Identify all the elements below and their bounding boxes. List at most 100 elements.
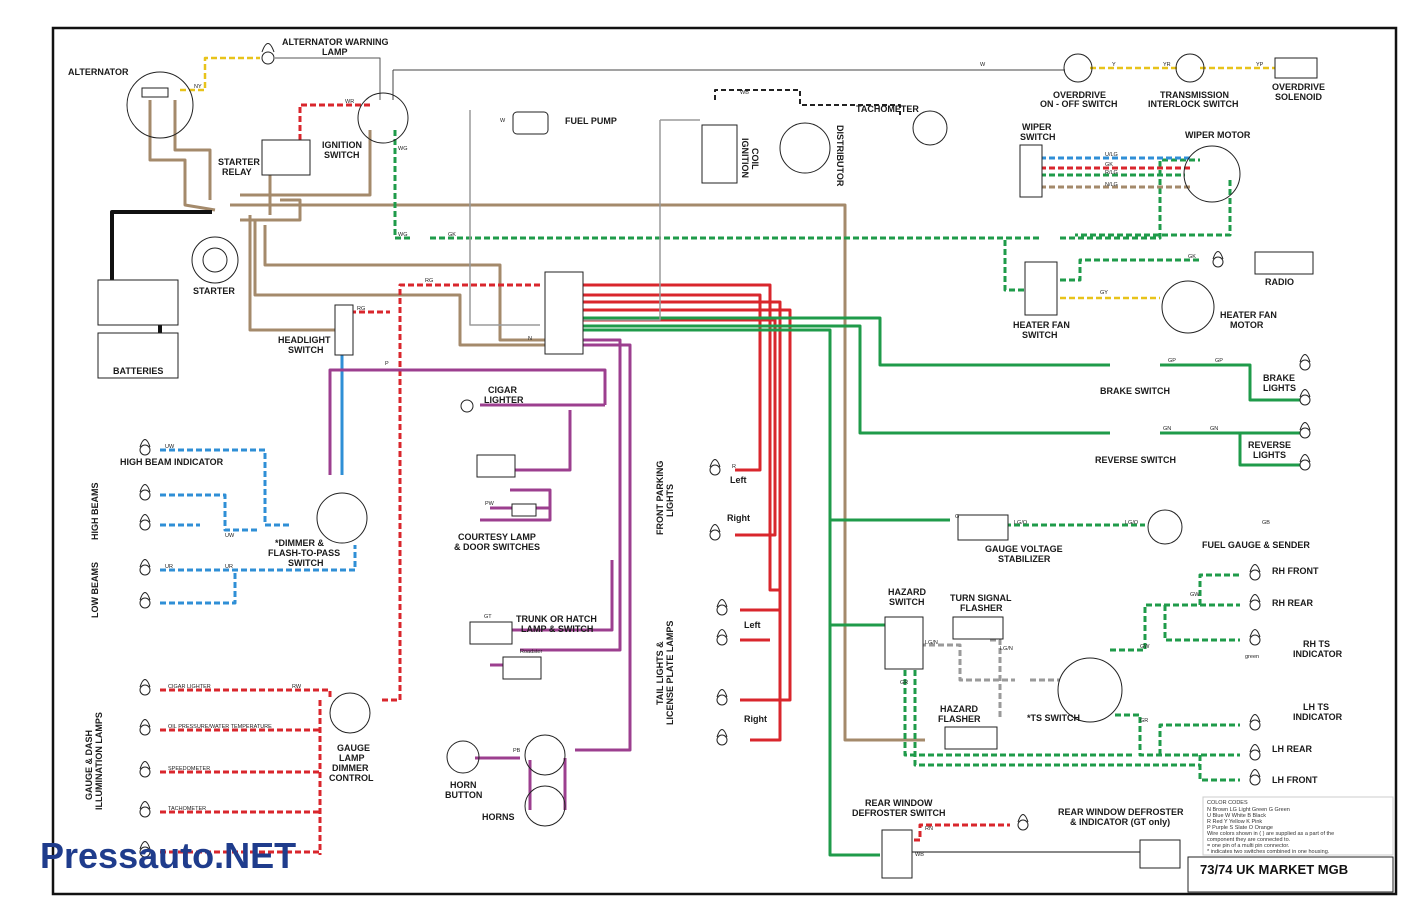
- wire-code-y: Y: [1112, 62, 1116, 68]
- label-transmission-switch-2: INTERLOCK SWITCH: [1148, 99, 1239, 109]
- wire-brown-alt: [148, 100, 216, 212]
- lamp-bulb-icon: [1249, 594, 1261, 611]
- wire-code-gk: GK: [448, 232, 456, 238]
- label-batteries: BATTERIES: [113, 366, 163, 376]
- wire-code-g: G: [955, 514, 959, 520]
- label-lh-rear: LH REAR: [1272, 744, 1312, 754]
- lamp-bulb-icon: [1212, 251, 1224, 268]
- wire-code-r: R: [732, 464, 736, 470]
- watermark-logo: Pressauto.NET: [40, 835, 296, 876]
- label-front-right: Right: [727, 513, 750, 523]
- wire-code-wg: WG: [398, 146, 407, 152]
- wire-code-gw-2: GW: [1140, 644, 1150, 650]
- lamp-bulb-icon: [139, 439, 151, 456]
- label-ignition-switch-1: IGNITION: [322, 140, 362, 150]
- label-headlight-switch-2: SWITCH: [288, 345, 324, 355]
- label-ignition-coil-1: IGNITION: [740, 138, 750, 178]
- starter-relay-symbol: [261, 139, 311, 176]
- label-rear-left: Left: [744, 620, 761, 630]
- fuse-block-symbol: [544, 271, 584, 355]
- wire-code-wg-2: WG: [398, 232, 407, 238]
- distributor-symbol: [779, 122, 831, 174]
- label-high-beam-indicator: HIGH BEAM INDICATOR: [120, 457, 224, 467]
- gauge-dimmer-symbol: [329, 692, 371, 734]
- wire-green-gauge: [580, 328, 950, 857]
- labels: ALTERNATOR ALTERNATOR WARNING LAMP START…: [40, 37, 1348, 877]
- color-codes-row-3: R Red Y Yellow K Pink: [1207, 819, 1262, 825]
- label-rear-right: Right: [744, 714, 767, 724]
- alternator-terminal: [141, 87, 169, 98]
- wire-red-4: [580, 308, 792, 702]
- wire-code-n: N: [528, 336, 532, 342]
- label-trunk-2: LAMP & SWITCH: [521, 624, 593, 634]
- wire-brown-main: [230, 203, 925, 742]
- label-horn-button-1: HORN: [450, 780, 477, 790]
- wire-code-gy: GY: [1100, 290, 1108, 296]
- wire-green-hazard-loop: [903, 670, 1200, 767]
- lamp-bulb-icon: [1299, 354, 1311, 371]
- cigar-lighter-symbol: [460, 399, 474, 413]
- wire-grey-ign: [469, 110, 700, 326]
- label-ignition-coil-2: COIL: [750, 148, 760, 170]
- wire-code-uw: UW: [165, 444, 175, 450]
- diagram-frame: [51, 26, 1398, 896]
- rear-defrost-switch-symbol: [881, 829, 913, 879]
- color-codes-row-5: Wire colors shown in ( ) are supplied as…: [1207, 831, 1334, 837]
- color-codes-row-1: N Brown LG Light Green G Green: [1207, 807, 1290, 813]
- label-trunk-1: TRUNK OR HATCH: [516, 614, 597, 624]
- label-overdrive-switch-1: OVERDRIVE: [1053, 90, 1106, 100]
- color-codes-row-2: U Blue W White B Black: [1207, 813, 1266, 819]
- horn-1-symbol: [524, 734, 566, 776]
- label-radio: RADIO: [1265, 277, 1294, 287]
- wire-code-pw: PW: [485, 501, 495, 507]
- lamp-bulb-icon: [716, 629, 728, 646]
- wire-green-ts-left: [1115, 713, 1240, 782]
- label-gauge-dimmer-3: DIMMER: [332, 763, 369, 773]
- tachometer-symbol: [912, 110, 948, 146]
- wire-code-wr: WR: [345, 99, 354, 105]
- wire-green-dashed-wg: [393, 130, 1200, 240]
- bulb-layer: [139, 251, 1311, 858]
- wire-code-rn: RN: [925, 826, 933, 832]
- wire-code-wb2: WB: [915, 852, 924, 858]
- wire-code-gt: GT: [484, 614, 492, 620]
- lamp-bulb-icon: [139, 592, 151, 609]
- label-ts-switch: *TS SWITCH: [1027, 713, 1080, 723]
- wire-purple-horn: [475, 756, 567, 810]
- label-brake-lights-2: LIGHTS: [1263, 383, 1296, 393]
- diagram-title: 73/74 UK MARKET MGB: [1200, 862, 1348, 877]
- lamp-bulb-icon: [139, 559, 151, 576]
- wire-red-defrost: [905, 823, 1010, 842]
- lamp-bulb-icon: [1299, 422, 1311, 439]
- wire-code-gb: GB: [1262, 520, 1270, 526]
- color-codes-row-8: * indicates two switches combined in one…: [1207, 849, 1330, 855]
- overdrive-switch-symbol: [1063, 53, 1093, 83]
- label-roadster: Roadster: [520, 649, 542, 655]
- wire-code-lgn-2: LG/N: [1000, 646, 1013, 652]
- label-turn-flasher-1: TURN SIGNAL: [950, 593, 1012, 603]
- label-tachometer: TACHOMETER: [856, 104, 919, 114]
- label-lh-front: LH FRONT: [1272, 775, 1318, 785]
- label-turn-flasher-2: FLASHER: [960, 603, 1003, 613]
- trunk-switch-symbol: [469, 621, 513, 645]
- starter-symbol: [191, 236, 239, 284]
- wire-code-nlg: N/LG: [1105, 182, 1118, 188]
- wire-code-nv: NY: [194, 84, 202, 90]
- label-courtesy-1: COURTESY LAMP: [458, 532, 536, 542]
- roadster-lamp-symbol: [502, 656, 542, 680]
- label-gauge-stab-1: GAUGE VOLTAGE: [985, 544, 1063, 554]
- label-rh-front: RH FRONT: [1272, 566, 1319, 576]
- lamp-bulb-icon: [1249, 744, 1261, 761]
- wire-code-rlg: R/LG: [1105, 170, 1118, 176]
- headlight-switch-symbol: [334, 304, 354, 356]
- heater-fan-switch-symbol: [1024, 261, 1058, 316]
- hazard-flasher-symbol: [944, 726, 998, 750]
- wire-blue-dashed-low: [160, 545, 357, 605]
- wire-red-2: [580, 293, 762, 472]
- lamp-bulb-icon: [139, 679, 151, 696]
- color-codes-row-6: component they are connected to.: [1207, 837, 1291, 843]
- ts-switch-symbol: [1057, 657, 1123, 723]
- wire-code-gp: GP: [1168, 358, 1176, 364]
- label-fuel-pump: FUEL PUMP: [565, 116, 617, 126]
- alternator-symbol: [126, 71, 194, 139]
